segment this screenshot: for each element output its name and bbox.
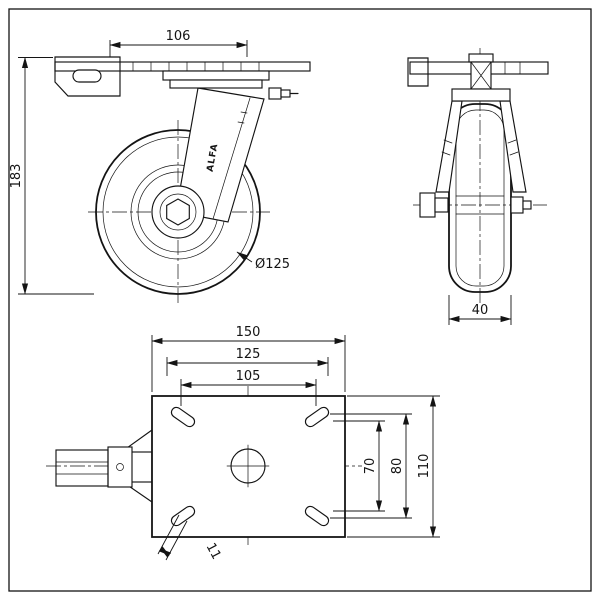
fork-brand-text: ALFA bbox=[206, 143, 221, 173]
dim-slot-width-11: 11 bbox=[157, 514, 224, 563]
front-view: ALFA bbox=[9, 29, 311, 304]
svg-text:125: 125 bbox=[236, 347, 261, 362]
svg-text:80: 80 bbox=[390, 458, 405, 475]
bracket-slot bbox=[72, 69, 102, 83]
dim-wheel-diameter: Ø125 bbox=[236, 251, 290, 272]
svg-text:Ø125: Ø125 bbox=[255, 257, 290, 272]
dim-plan-width-105: 105 bbox=[180, 369, 317, 406]
svg-text:70: 70 bbox=[363, 458, 378, 475]
slot-bottom-left bbox=[170, 505, 196, 527]
svg-text:40: 40 bbox=[472, 303, 489, 318]
dim-front-overall-height: 183 bbox=[9, 56, 94, 295]
svg-text:11: 11 bbox=[203, 541, 224, 563]
brake-pedal bbox=[55, 429, 153, 503]
axle-nut-side bbox=[419, 192, 532, 218]
drawing-frame bbox=[8, 8, 592, 592]
bolt-slots bbox=[170, 406, 330, 527]
plan-view: 150 125 105 70 80 11 bbox=[46, 325, 440, 562]
dim-front-plate-width: 106 bbox=[109, 29, 248, 57]
dim-plan-height-110: 110 bbox=[347, 395, 440, 538]
svg-text:183: 183 bbox=[9, 164, 24, 189]
slot-top-right bbox=[304, 406, 330, 428]
kingpin-hole bbox=[226, 444, 270, 488]
svg-text:105: 105 bbox=[236, 369, 261, 384]
wheel-hub bbox=[151, 185, 205, 239]
svg-text:106: 106 bbox=[166, 29, 191, 44]
dim-plan-height-70: 70 bbox=[333, 420, 385, 512]
kingpin-bolt bbox=[468, 53, 494, 90]
svg-text:110: 110 bbox=[417, 454, 432, 479]
swivel-housing bbox=[162, 70, 270, 89]
side-view: 40 bbox=[407, 48, 549, 325]
plate-bracket bbox=[54, 56, 121, 97]
dim-plan-width-125: 125 bbox=[166, 347, 329, 376]
slot-top-left bbox=[170, 406, 196, 428]
grease-fitting bbox=[268, 87, 299, 100]
fork-legs-side bbox=[435, 100, 527, 193]
axle-hex-nut bbox=[166, 198, 190, 226]
slot-bottom-right bbox=[304, 505, 330, 527]
svg-text:150: 150 bbox=[236, 325, 261, 340]
swivel-housing-side bbox=[451, 88, 511, 102]
dim-plan-height-80: 80 bbox=[330, 413, 412, 519]
swivel-fork: ALFA bbox=[175, 87, 265, 223]
dim-plan-width-150: 150 bbox=[151, 325, 346, 392]
dim-wheel-width: 40 bbox=[448, 295, 512, 325]
